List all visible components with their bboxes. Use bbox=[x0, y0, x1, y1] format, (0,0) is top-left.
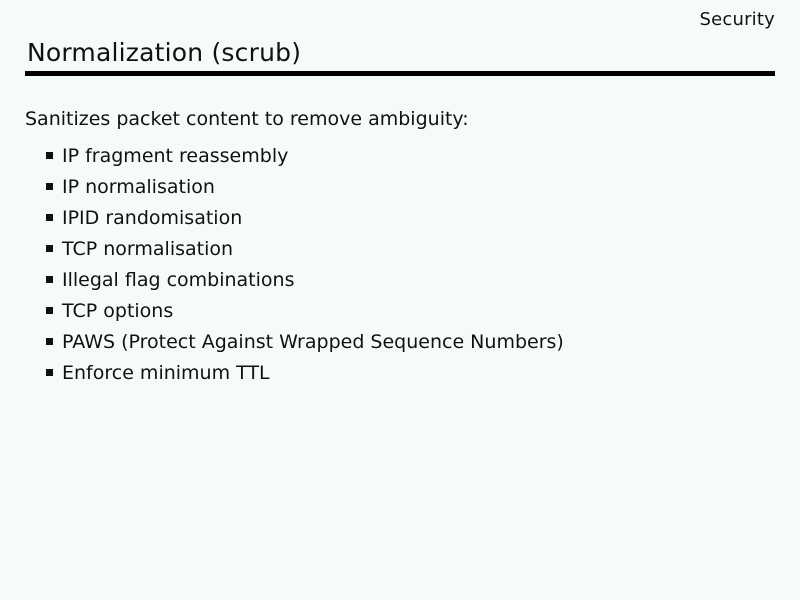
bullet-label: Enforce minimum TTL bbox=[62, 361, 270, 384]
list-item: TCP normalisation bbox=[46, 233, 564, 264]
bullet-square-icon bbox=[46, 369, 53, 376]
intro-text: Sanitizes packet content to remove ambig… bbox=[25, 108, 469, 130]
list-item: Enforce minimum TTL bbox=[46, 357, 564, 388]
list-item: IP normalisation bbox=[46, 171, 564, 202]
bullet-square-icon bbox=[46, 307, 53, 314]
bullet-label: Illegal flag combinations bbox=[62, 268, 295, 291]
bullet-label: TCP normalisation bbox=[62, 237, 234, 260]
bullet-label: IP fragment reassembly bbox=[62, 144, 289, 167]
list-item: Illegal flag combinations bbox=[46, 264, 564, 295]
list-item: PAWS (Protect Against Wrapped Sequence N… bbox=[46, 326, 564, 357]
bullet-label: PAWS (Protect Against Wrapped Sequence N… bbox=[62, 330, 564, 353]
list-item: IPID randomisation bbox=[46, 202, 564, 233]
bullet-list: IP fragment reassembly IP normalisation … bbox=[46, 140, 564, 388]
bullet-label: IPID randomisation bbox=[62, 206, 243, 229]
bullet-label: IP normalisation bbox=[62, 175, 215, 198]
bullet-square-icon bbox=[46, 183, 53, 190]
bullet-square-icon bbox=[46, 214, 53, 221]
bullet-label: TCP options bbox=[62, 299, 174, 322]
bullet-square-icon bbox=[46, 152, 53, 159]
page-title: Normalization (scrub) bbox=[27, 38, 302, 67]
bullet-square-icon bbox=[46, 245, 53, 252]
bullet-square-icon bbox=[46, 276, 53, 283]
title-rule bbox=[25, 71, 775, 76]
list-item: IP fragment reassembly bbox=[46, 140, 564, 171]
list-item: TCP options bbox=[46, 295, 564, 326]
deck-context-label: Security bbox=[699, 9, 775, 30]
bullet-square-icon bbox=[46, 338, 53, 345]
